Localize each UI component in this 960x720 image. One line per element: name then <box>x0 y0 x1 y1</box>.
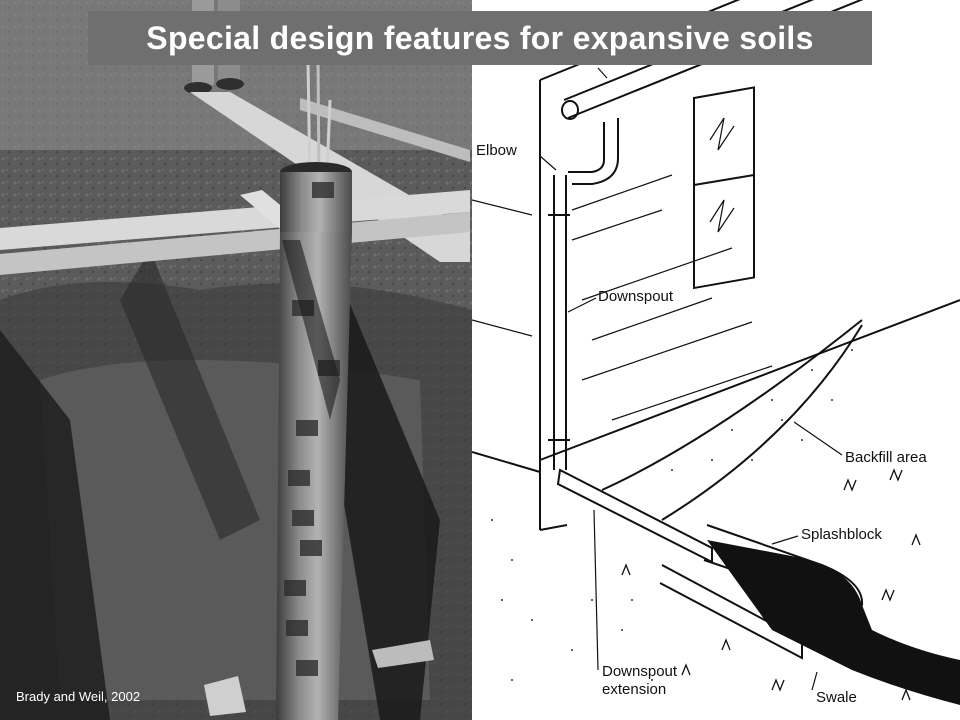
drainage-diagram: Gutter Elbow Downspout Backfill area Spl… <box>472 0 960 720</box>
photo-credit: Brady and Weil, 2002 <box>16 689 141 704</box>
downspout-extension-label-line2: extension <box>602 681 667 698</box>
elbow-label: Elbow <box>476 142 517 159</box>
pier-form-photo: Brady and Weil, 2002 <box>0 0 472 720</box>
pier-form-photo-drawing <box>0 0 472 720</box>
slide-title-banner: Special design features for expansive so… <box>88 11 872 65</box>
drainage-diagram-drawing <box>472 0 960 705</box>
slide-title: Special design features for expansive so… <box>146 19 814 56</box>
swale-label: Swale <box>816 689 857 706</box>
backfill-area-label: Backfill area <box>845 449 927 466</box>
splashblock-label: Splashblock <box>801 526 882 543</box>
downspout-label: Downspout <box>598 288 674 305</box>
downspout-extension-label-line1: Downspout <box>602 663 678 680</box>
